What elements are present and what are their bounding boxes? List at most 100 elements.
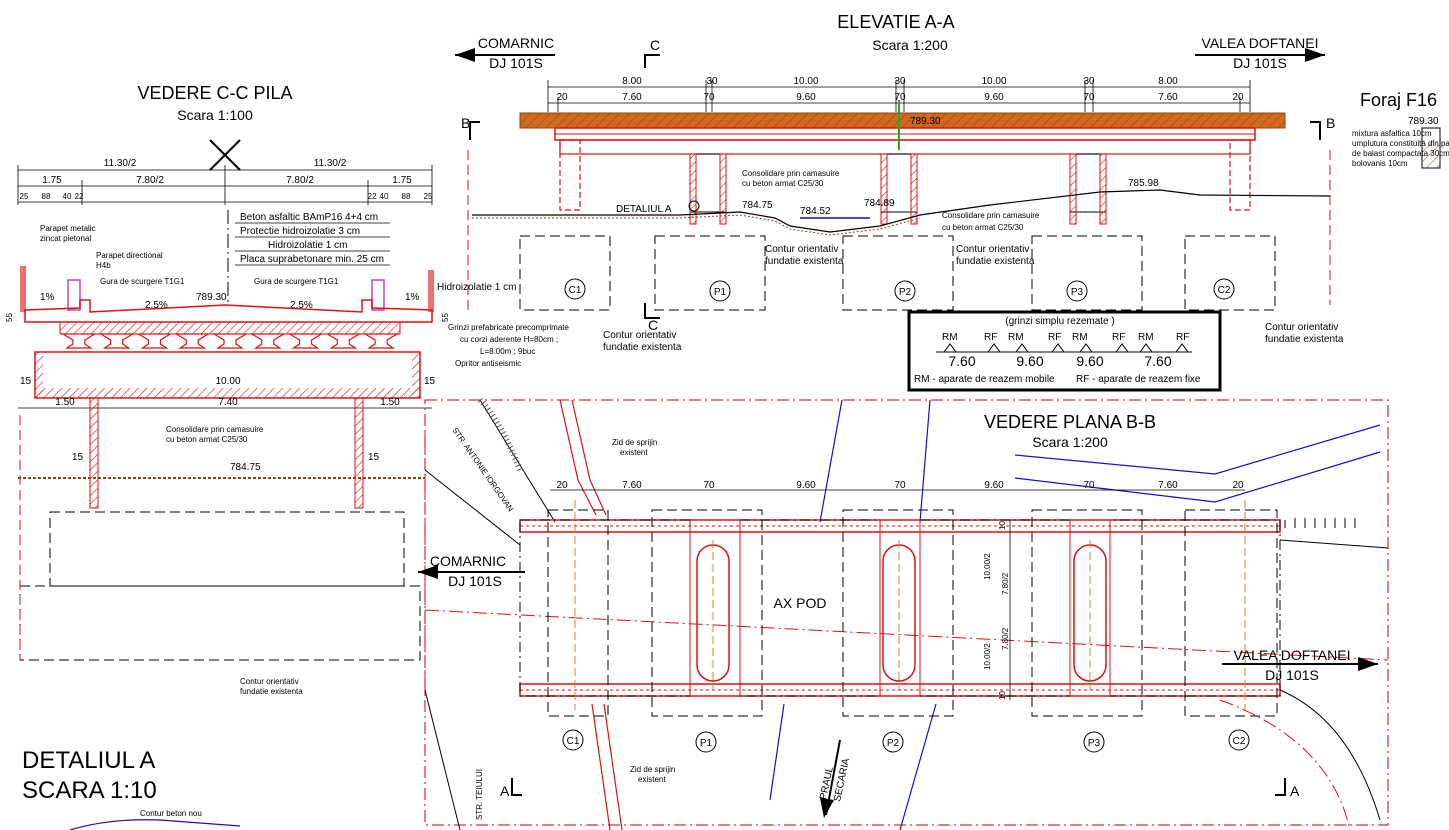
svg-text:P1: P1 xyxy=(700,738,713,749)
svg-text:Gura de scurgere T1G1: Gura de scurgere T1G1 xyxy=(254,277,339,286)
svg-text:Contur beton nou: Contur beton nou xyxy=(140,809,202,818)
svg-text:Contur orientativ: Contur orientativ xyxy=(240,677,299,686)
svg-text:Contur orientativ: Contur orientativ xyxy=(1265,322,1338,333)
svg-text:1.50: 1.50 xyxy=(380,397,400,408)
detail-a: DETALIUL A SCARA 1:10 Contur beton nou xyxy=(22,747,241,830)
svg-text:existent: existent xyxy=(620,448,648,457)
detail-title: DETALIUL A xyxy=(22,747,155,774)
svg-text:Gura de scurgere T1G1: Gura de scurgere T1G1 xyxy=(100,277,185,286)
girder xyxy=(60,333,98,349)
elevation-support-labels: C1 P1 P2 P3 C2 xyxy=(564,278,1235,302)
svg-text:H4b: H4b xyxy=(96,261,111,270)
svg-text:fundatie existenta: fundatie existenta xyxy=(765,256,844,267)
svg-text:C2: C2 xyxy=(1233,736,1246,747)
cc-scale: Scara 1:100 xyxy=(177,107,253,123)
section-a-markers: A A xyxy=(500,778,1300,799)
svg-text:RF: RF xyxy=(1176,332,1189,343)
cc-dimensions xyxy=(17,165,433,205)
svg-text:9.60: 9.60 xyxy=(984,480,1004,491)
foraj-f16: Foraj F16 789.30 mixtura asfaltica 10cm … xyxy=(1352,90,1449,169)
svg-text:fundatie existenta: fundatie existenta xyxy=(956,256,1035,267)
svg-text:20: 20 xyxy=(556,480,568,491)
elevation-notes: Consolidare prin camasuire cu beton arma… xyxy=(603,169,1344,353)
svg-text:30: 30 xyxy=(894,76,906,87)
pile-p1 xyxy=(689,153,727,225)
comarnic-road: DJ 101S xyxy=(489,55,543,71)
cc-girders xyxy=(60,333,400,349)
plan-comarnic-arrow: COMARNIC DJ 101S xyxy=(418,553,525,589)
section-c-top: C xyxy=(644,37,660,68)
svg-text:20: 20 xyxy=(1232,480,1244,491)
svg-text:9.60: 9.60 xyxy=(984,92,1004,103)
svg-text:Consolidare prin camasuire: Consolidare prin camasuire xyxy=(942,211,1040,220)
svg-text:10.00/2: 10.00/2 xyxy=(983,553,992,580)
svg-text:7.80/2: 7.80/2 xyxy=(1001,627,1010,650)
svg-text:55: 55 xyxy=(441,313,450,322)
svg-text:RM: RM xyxy=(1138,332,1154,343)
svg-text:Zid de sprijin: Zid de sprijin xyxy=(612,438,657,447)
svg-text:8.00: 8.00 xyxy=(622,76,642,87)
svg-text:Opritor antiseismic: Opritor antiseismic xyxy=(455,359,521,368)
river-arrow: PRAUL SECARIA xyxy=(818,739,852,818)
girder xyxy=(362,333,400,349)
svg-text:10.00: 10.00 xyxy=(215,376,240,387)
girder xyxy=(249,333,286,349)
cc-title: VEDERE C-C PILA xyxy=(137,83,292,103)
plan-title: VEDERE PLANA B-B xyxy=(984,412,1156,432)
svg-text:70: 70 xyxy=(894,480,906,491)
girder xyxy=(174,333,211,349)
svg-text:10: 10 xyxy=(998,521,1007,530)
plan-deck xyxy=(424,519,1389,697)
svg-text:789.30: 789.30 xyxy=(196,292,227,303)
svg-text:Beton asfaltic BAmP16 4+4 cm: Beton asfaltic BAmP16 4+4 cm xyxy=(240,212,378,223)
svg-text:784.75: 784.75 xyxy=(742,200,773,211)
plan-valea-arrow: VALEA DOFTANEI DJ 101S xyxy=(1222,647,1378,683)
pile-p2 xyxy=(880,153,918,225)
railway-symbol xyxy=(209,139,241,171)
elevation-foundations xyxy=(519,235,1276,311)
svg-text:de balast compactata 30cm: de balast compactata 30cm xyxy=(1352,149,1449,158)
svg-text:fundatie existenta: fundatie existenta xyxy=(1265,334,1344,345)
svg-text:Zid de sprijin: Zid de sprijin xyxy=(630,765,675,774)
svg-text:Protectie hidroizolatie 3 cm: Protectie hidroizolatie 3 cm xyxy=(240,226,360,237)
svg-text:70: 70 xyxy=(703,92,715,103)
svg-text:70: 70 xyxy=(894,92,906,103)
svg-text:STR. TEIULUI: STR. TEIULUI xyxy=(475,769,484,820)
svg-text:15: 15 xyxy=(20,376,32,387)
svg-text:C1: C1 xyxy=(569,285,582,296)
svg-text:bolovanis 10cm: bolovanis 10cm xyxy=(1352,159,1408,168)
svg-text:existent: existent xyxy=(638,775,666,784)
valea-arrow: VALEA DOFTANEI DJ 101S xyxy=(1195,35,1325,71)
svg-text:STR. ANTONIE IORGOVAN: STR. ANTONIE IORGOVAN xyxy=(450,426,515,513)
deck-level: 789.30 xyxy=(910,116,941,127)
svg-text:P2: P2 xyxy=(899,287,912,298)
svg-text:20: 20 xyxy=(1232,92,1244,103)
elevation-dim-labels: 8.00 30 10.00 30 10.00 30 8.00 20 7.60 7… xyxy=(556,76,1244,103)
svg-text:COMARNIC: COMARNIC xyxy=(430,553,506,569)
svg-text:C: C xyxy=(648,317,658,333)
comarnic-label: COMARNIC xyxy=(478,35,554,51)
girder xyxy=(325,333,362,349)
svg-text:C1: C1 xyxy=(567,736,580,747)
svg-text:7.60: 7.60 xyxy=(1158,480,1178,491)
svg-text:10: 10 xyxy=(998,691,1007,700)
svg-text:10.00: 10.00 xyxy=(981,76,1006,87)
svg-text:7.60: 7.60 xyxy=(948,353,975,369)
detail-scale: SCARA 1:10 xyxy=(22,777,157,804)
svg-text:9.60: 9.60 xyxy=(1016,353,1043,369)
svg-text:784.75: 784.75 xyxy=(230,462,261,473)
comarnic-arrow: COMARNIC DJ 101S xyxy=(455,35,555,71)
cc-layer-notes: Beton asfaltic BAmP16 4+4 cm Protectie h… xyxy=(227,210,390,305)
svg-text:A: A xyxy=(1290,783,1300,799)
svg-text:RM: RM xyxy=(1072,332,1088,343)
svg-text:cu corzi aderente H=80cm ;: cu corzi aderente H=80cm ; xyxy=(460,335,558,344)
svg-text:Placa suprabetonare min. 25 cm: Placa suprabetonare min. 25 cm xyxy=(240,254,384,265)
svg-text:25: 25 xyxy=(424,192,433,201)
cc-cap-beam xyxy=(34,351,421,399)
svg-text:40: 40 xyxy=(380,192,389,201)
svg-text:1.75: 1.75 xyxy=(392,175,412,186)
svg-text:7.60: 7.60 xyxy=(1144,353,1171,369)
svg-text:22: 22 xyxy=(75,192,84,201)
svg-text:Grinzi prefabricate precomprim: Grinzi prefabricate precomprimate xyxy=(448,323,569,332)
